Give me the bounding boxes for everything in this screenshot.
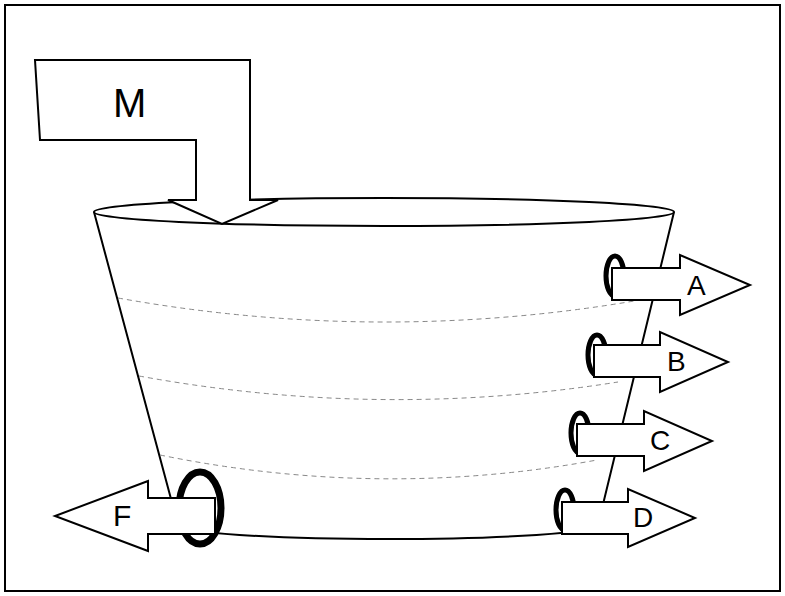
inlet-label: M bbox=[113, 83, 146, 123]
outlet-arrow bbox=[577, 411, 712, 471]
frame bbox=[5, 5, 780, 591]
outlet-label: C bbox=[650, 427, 670, 455]
outlet-label: D bbox=[633, 504, 653, 532]
outlet-label: F bbox=[113, 501, 131, 531]
outlet-arrow bbox=[594, 332, 728, 392]
outlet-label: B bbox=[667, 348, 686, 376]
outlet-arrow bbox=[612, 255, 750, 315]
outlet-label: A bbox=[687, 272, 706, 300]
level-lines bbox=[118, 298, 640, 479]
outlet-arrow bbox=[562, 489, 695, 547]
inlet-pipe bbox=[35, 60, 278, 224]
outlet-arrow bbox=[55, 481, 215, 551]
